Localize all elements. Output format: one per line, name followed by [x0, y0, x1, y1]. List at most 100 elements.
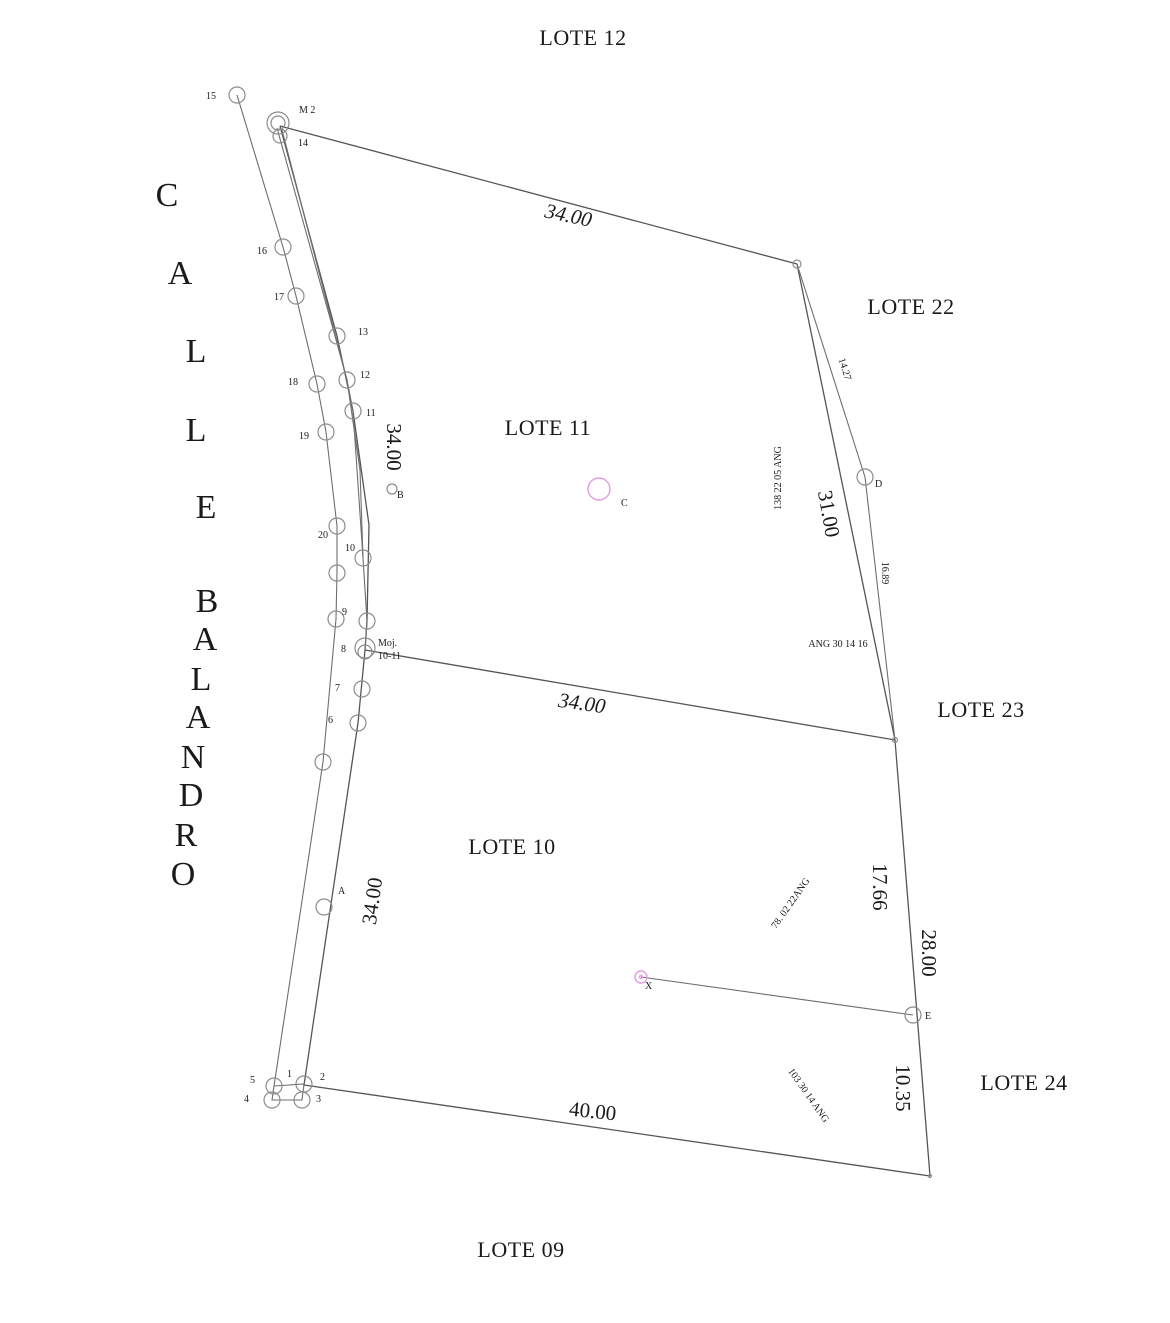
- survey-points: [228, 86, 933, 1179]
- boundary-right-lote10: [894, 739, 931, 1177]
- point-4[interactable]: [263, 1091, 281, 1109]
- boundary-left-inner-b: [276, 127, 368, 651]
- label-point-2: 2: [320, 1072, 325, 1083]
- point-9[interactable]: [327, 610, 345, 628]
- angle-30-14-16: ANG 30 14 16: [808, 639, 867, 650]
- point-16[interactable]: [274, 238, 292, 256]
- street-letter: L: [186, 412, 207, 449]
- label-monument-line1: Moj.: [378, 638, 397, 649]
- label-point-d: D: [875, 479, 882, 490]
- point-11[interactable]: [344, 402, 362, 420]
- point-5[interactable]: [265, 1077, 283, 1095]
- dimension-right-17-66: 17.66: [868, 863, 892, 910]
- dimension-middle-34: 34.00: [556, 688, 608, 719]
- lot-label-22: LOTE 22: [867, 294, 954, 319]
- point-vertex-mid-right[interactable]: [891, 736, 899, 744]
- label-point-9: 9: [342, 607, 347, 618]
- lot-label-12: LOTE 12: [539, 25, 626, 50]
- point-b[interactable]: [386, 483, 398, 495]
- point-unlabeled-3[interactable]: [314, 753, 332, 771]
- lot-label-24: LOTE 24: [980, 1070, 1067, 1095]
- dimension-labels: 34.00 34.00 34.00 34.00 31.00 17.66 28.0…: [357, 198, 941, 1125]
- line-x-to-e: [640, 976, 914, 1016]
- street-letter: L: [186, 333, 207, 370]
- street-letter: A: [186, 699, 211, 736]
- label-point-11: 11: [366, 408, 376, 419]
- point-labels: 15 M 2 14 16 17 13 18 12 11 19 B 20 10 9…: [206, 91, 931, 1105]
- boundary-left-outer: [236, 94, 338, 1087]
- point-3[interactable]: [293, 1091, 311, 1109]
- point-d[interactable]: [856, 468, 874, 486]
- label-point-19: 19: [299, 431, 309, 442]
- point-12[interactable]: [338, 371, 356, 389]
- point-19[interactable]: [317, 423, 335, 441]
- point-10[interactable]: [354, 549, 372, 567]
- street-letter: N: [181, 739, 206, 776]
- street-letter: A: [193, 621, 218, 658]
- boundary-bottom: [303, 1084, 931, 1177]
- street-letter: B: [196, 583, 219, 620]
- boundary-right-lote11: [796, 263, 896, 741]
- dimension-14-27: 14.27: [836, 357, 853, 382]
- label-point-20: 20: [318, 530, 328, 541]
- lot-label-10: LOTE 10: [468, 834, 555, 859]
- point-20[interactable]: [328, 517, 346, 535]
- point-m2-outer[interactable]: [266, 111, 290, 135]
- point-a[interactable]: [315, 898, 333, 916]
- street-name-calle-balandro: C A L L E B A L A N D R O: [156, 177, 219, 893]
- point-vertex-bottom-right[interactable]: [927, 1173, 933, 1179]
- point-8-outer[interactable]: [354, 637, 376, 659]
- boundary-left-inner-a: [279, 125, 370, 1086]
- label-point-c: C: [621, 498, 628, 509]
- lot-label-09: LOTE 09: [477, 1237, 564, 1262]
- point-c[interactable]: [587, 477, 611, 501]
- point-8-inner: [357, 644, 373, 660]
- street-letter: O: [171, 856, 196, 893]
- point-18[interactable]: [308, 375, 326, 393]
- label-point-8: 8: [341, 644, 346, 655]
- street-letter: L: [191, 661, 212, 698]
- boundary-right-outer-lower: [864, 476, 896, 741]
- label-point-5: 5: [250, 1075, 255, 1086]
- corner-box: [271, 1083, 305, 1101]
- dimension-right-28: 28.00: [917, 929, 941, 976]
- point-m2-inner: [270, 115, 286, 131]
- point-x-center: [638, 974, 644, 980]
- label-point-14: 14: [298, 138, 308, 149]
- angle-78-02-22: 78. 02 22ANG: [769, 876, 812, 931]
- dimension-left-lower-34: 34.00: [357, 876, 387, 926]
- lot-labels: LOTE 12 LOTE 22 LOTE 11 LOTE 23 LOTE 10 …: [468, 25, 1067, 1262]
- lot-label-11: LOTE 11: [505, 415, 591, 440]
- point-unlabeled-1[interactable]: [328, 564, 346, 582]
- point-17[interactable]: [287, 287, 305, 305]
- angle-labels: 138 22 05 ANG ANG 30 14 16 78. 02 22ANG …: [769, 446, 867, 1125]
- dimension-left-upper-34: 34.00: [382, 423, 406, 470]
- label-point-a: A: [338, 886, 346, 897]
- label-point-7: 7: [335, 683, 340, 694]
- label-point-4: 4: [244, 1094, 249, 1105]
- point-6[interactable]: [349, 714, 367, 732]
- point-e[interactable]: [904, 1006, 922, 1024]
- label-monument-line2: 10-11: [378, 651, 401, 662]
- label-point-17: 17: [274, 292, 284, 303]
- dimension-right-31: 31.00: [813, 488, 845, 539]
- street-letter: C: [156, 177, 179, 214]
- label-point-m2: M 2: [299, 105, 315, 116]
- label-point-13: 13: [358, 327, 368, 338]
- label-point-18: 18: [288, 377, 298, 388]
- boundary-left-inner-c: [281, 129, 364, 559]
- dimension-right-10-35: 10.35: [891, 1064, 915, 1111]
- point-vertex-top-right[interactable]: [792, 259, 802, 269]
- boundary-lines: [236, 94, 931, 1177]
- point-15[interactable]: [228, 86, 246, 104]
- point-13[interactable]: [328, 327, 346, 345]
- point-7[interactable]: [353, 680, 371, 698]
- dimension-top-34: 34.00: [542, 198, 595, 232]
- boundary-middle: [364, 649, 896, 741]
- point-14[interactable]: [272, 128, 288, 144]
- point-x[interactable]: [634, 970, 648, 984]
- angle-138-22-05: 138 22 05 ANG: [773, 446, 784, 510]
- label-point-16: 16: [257, 246, 267, 257]
- point-unlabeled-2[interactable]: [358, 612, 376, 630]
